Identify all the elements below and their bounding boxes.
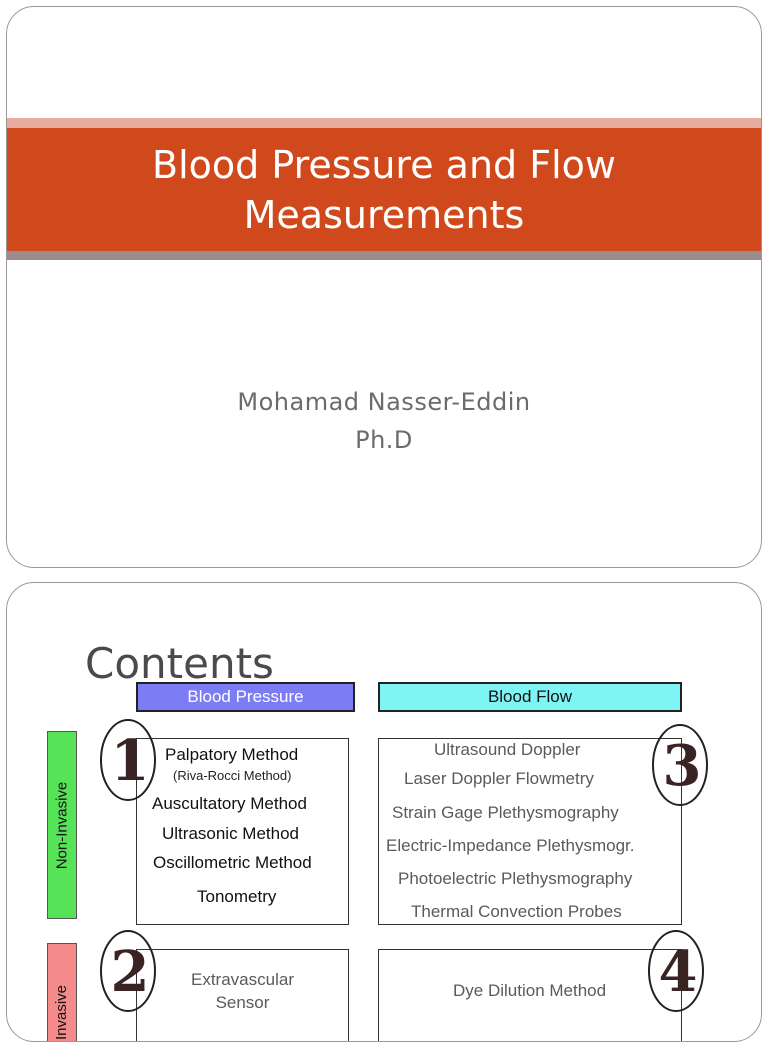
list-item: Ultrasound Doppler bbox=[434, 740, 581, 759]
list-item: (Riva-Rocci Method) bbox=[173, 768, 292, 783]
non-invasive-label-box: Non-Invasive bbox=[47, 731, 77, 919]
blood-pressure-noninvasive-box: Palpatory Method (Riva-Rocci Method) Aus… bbox=[136, 738, 349, 925]
number-4: 4 bbox=[659, 939, 698, 1005]
blood-flow-header: Blood Flow bbox=[378, 682, 682, 712]
presentation-title: Blood Pressure and Flow Measurements bbox=[152, 142, 616, 237]
title-band: Blood Pressure and Flow Measurements bbox=[7, 128, 761, 251]
list-item: Laser Doppler Flowmetry bbox=[404, 769, 594, 788]
list-item: Tonometry bbox=[197, 887, 277, 906]
title-band-bottom-stripe bbox=[7, 251, 761, 260]
invasive-label-box: Invasive bbox=[47, 943, 77, 1041]
number-1-icon: 1 bbox=[100, 719, 156, 801]
blood-pressure-header: Blood Pressure bbox=[136, 682, 355, 712]
contents-slide: Contents Blood Pressure Blood Flow Non-I… bbox=[6, 582, 762, 1042]
number-3-icon: 3 bbox=[652, 724, 708, 806]
list-item: Thermal Convection Probes bbox=[411, 902, 622, 921]
number-2: 2 bbox=[111, 939, 150, 1005]
number-4-icon: 4 bbox=[648, 930, 704, 1012]
list-item: Electric-Impedance Plethysmogr. bbox=[386, 836, 635, 855]
extravascular-sensor-label: Extravascular Sensor bbox=[191, 970, 294, 1012]
number-3: 3 bbox=[663, 733, 702, 799]
blood-flow-invasive-box: Dye Dilution Method bbox=[378, 949, 682, 1041]
list-item: Oscillometric Method bbox=[153, 853, 312, 872]
blood-pressure-invasive-box: Extravascular Sensor bbox=[136, 949, 349, 1041]
list-item: Ultrasonic Method bbox=[162, 824, 300, 843]
blood-flow-noninvasive-box: Ultrasound Doppler Laser Doppler Flowmet… bbox=[378, 738, 682, 925]
contents-title: Contents bbox=[85, 639, 274, 688]
dye-dilution-label: Dye Dilution Method bbox=[453, 981, 607, 1000]
title-band-top-stripe bbox=[7, 118, 761, 128]
non-invasive-label: Non-Invasive bbox=[53, 781, 71, 869]
list-item: Palpatory Method bbox=[165, 745, 299, 764]
invasive-label: Invasive bbox=[53, 984, 71, 1041]
number-2-icon: 2 bbox=[100, 930, 156, 1012]
author-name: Mohamad Nasser-Eddin Ph.D bbox=[237, 388, 531, 454]
list-item: Photoelectric Plethysmography bbox=[398, 869, 633, 888]
list-item: Strain Gage Plethysmography bbox=[392, 803, 619, 822]
title-slide: Blood Pressure and Flow Measurements Moh… bbox=[6, 6, 762, 568]
list-item: Auscultatory Method bbox=[152, 794, 307, 813]
number-1: 1 bbox=[111, 728, 150, 794]
